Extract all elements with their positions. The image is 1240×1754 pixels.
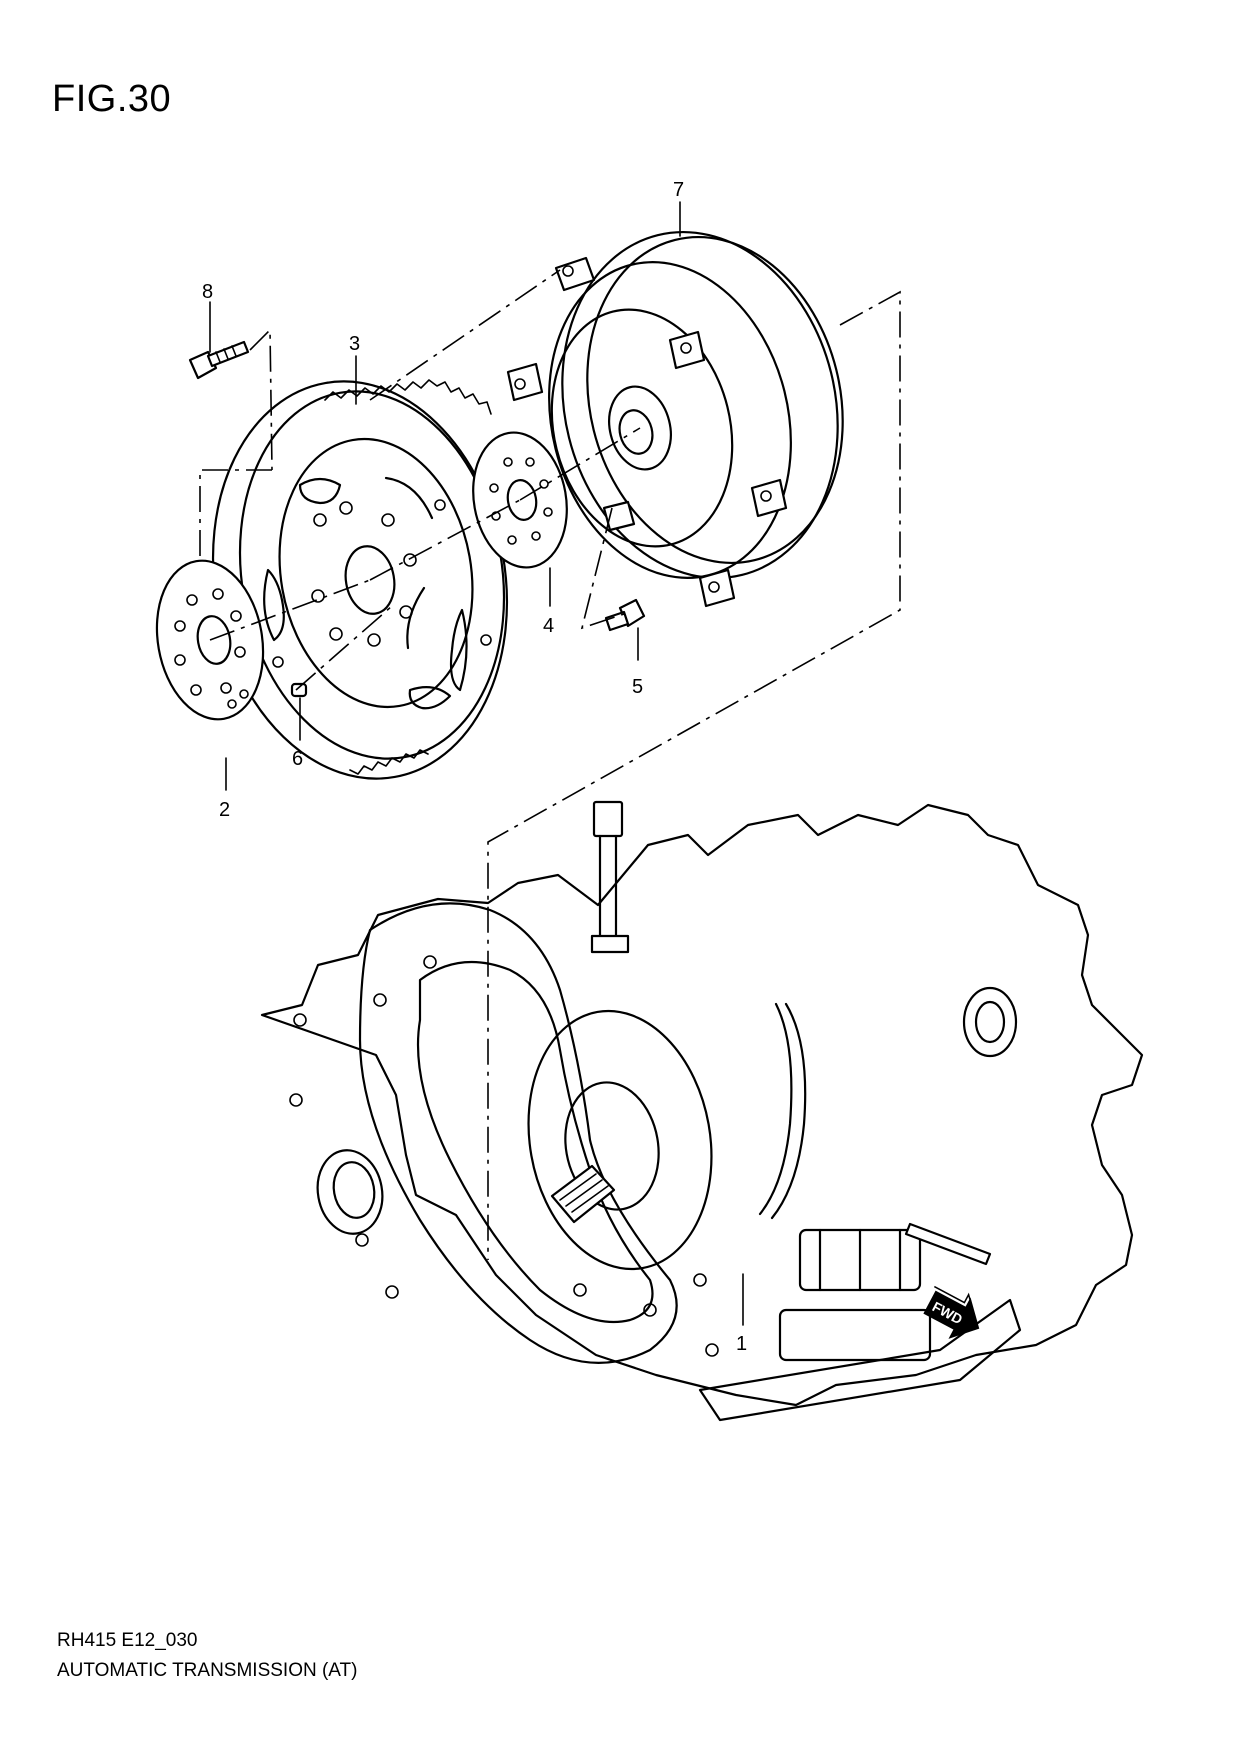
bolt-8[interactable] bbox=[188, 340, 250, 380]
callout-4[interactable]: 4 bbox=[543, 615, 554, 637]
transmission-case[interactable] bbox=[260, 800, 1144, 1422]
callout-5[interactable]: 5 bbox=[632, 676, 643, 698]
bolt-5[interactable] bbox=[604, 598, 646, 632]
callout-8[interactable]: 8 bbox=[202, 281, 213, 303]
callout-3[interactable]: 3 bbox=[349, 333, 360, 355]
callouts: 1 2 3 4 5 6 7 8 bbox=[202, 179, 747, 1355]
callout-1[interactable]: 1 bbox=[736, 1333, 747, 1355]
callout-6[interactable]: 6 bbox=[292, 748, 303, 770]
callout-7[interactable]: 7 bbox=[673, 179, 684, 201]
alignment-lines bbox=[199, 269, 901, 1260]
figure-title: FIG.30 bbox=[52, 78, 172, 120]
footer-code: RH415 E12_030 bbox=[57, 1630, 198, 1651]
callout-2[interactable]: 2 bbox=[219, 799, 230, 821]
torque-converter[interactable] bbox=[506, 203, 876, 608]
footer-name: AUTOMATIC TRANSMISSION (AT) bbox=[57, 1660, 358, 1681]
dowel-pin-6[interactable] bbox=[290, 682, 308, 698]
